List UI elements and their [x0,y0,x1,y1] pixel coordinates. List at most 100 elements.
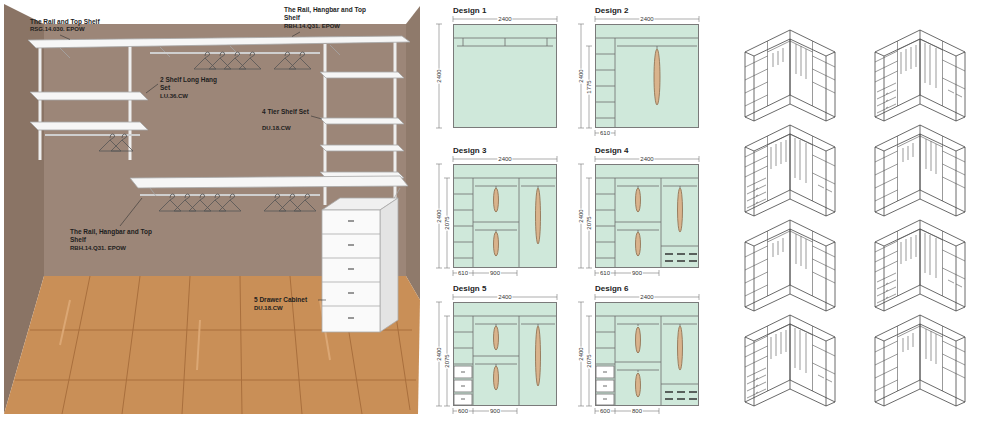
design-interior [453,178,557,268]
callout-label: RBH.14.Q31. EPOW [70,245,152,252]
design-heading: Design 2 [595,6,628,15]
design-interior [536,326,541,386]
hangers [274,52,296,69]
design-interior [453,38,557,46]
corner-wardrobes [875,125,965,216]
dimension-label: 800 [631,408,643,414]
dimension-lines [436,16,699,414]
dimension-label: 2075 [444,215,450,230]
dimension-label: 2400 [497,156,512,162]
design-interior [636,232,641,256]
design-interior [453,178,557,268]
shelving [30,122,148,130]
design-panel: Design 1 [453,24,557,128]
corner-wardrobes [875,220,965,311]
hangers [159,194,181,211]
design-fill [453,164,557,268]
design-interior [453,38,699,406]
dimension-lines [586,46,615,136]
callout-label: The Rail, Hangbar and Top Shelf [70,228,152,244]
design-fill [595,24,699,128]
leader-line [318,300,326,301]
corner-wardrobes [875,30,965,121]
closet-room [4,4,420,414]
dimension-lines [436,294,557,406]
design-interior [453,316,557,406]
design-heading: Design 1 [453,6,486,15]
callout-label: DU.18.CW [254,305,320,312]
design-interior [636,188,641,212]
dimension-label: 2400 [436,346,442,361]
hangers [209,52,231,69]
dimension-label: 2400 [578,68,584,83]
hangers [194,52,216,69]
shelving [320,118,404,124]
dimension-label: 610 [599,270,611,276]
shelving [320,145,404,151]
shelving [28,36,410,48]
design-interior [595,38,699,128]
leader-line [60,32,326,300]
design-panel: Design 4 [595,164,699,268]
design-panel: Design 2 [595,24,699,128]
dimension-label: 2075 [586,215,592,230]
design-panel: Design 6 [595,302,699,406]
design-interior [595,178,699,268]
dimension-lines [444,316,517,414]
callout-label: The Rail, Hangbar and Top Shelf [284,6,379,22]
design-interior [595,38,699,128]
closet-room [60,300,330,370]
leader-line [146,84,158,93]
design-fill [595,164,699,268]
corner-wardrobes [745,125,835,216]
dimension-label: 2400 [578,208,584,223]
design-interior [603,372,607,399]
drawer-cabinet [322,210,380,332]
callout-label: RSG.14.030. EPOW [30,26,140,33]
hangers [99,52,316,211]
dimension-lines [586,178,659,276]
dimension-lines [578,294,699,406]
design-interior [461,372,465,399]
hangers [264,194,286,211]
callout-label: 4 Tier Shelf Set [262,108,310,116]
design-panel: Design 5 [453,302,557,406]
hangers [219,194,241,211]
dimension-lines [436,156,557,268]
design-interior [494,366,499,390]
callout-label: RBH.14.Q31. EPOW [284,23,379,30]
design-panel: Design 3 [453,164,557,268]
hangers [99,134,121,151]
design-interior [453,316,557,406]
design-interior [678,188,683,232]
drawer-cabinet [348,221,354,318]
callout-label: DU.18.CW [262,125,310,132]
leader-line [60,35,70,40]
callout-label: LU.36.CW [160,93,222,100]
hangers [111,134,133,151]
shelving [60,45,340,58]
dimension-label: 2400 [497,294,512,300]
hangers [204,194,226,211]
corner-wardrobes [875,315,965,406]
callout-label: 5 Drawer Cabinet [254,296,320,304]
dimension-lines [586,316,659,414]
design-fill [453,24,557,128]
dimension-label: 610 [457,270,469,276]
dimension-label: 2400 [436,208,442,223]
design-interior [636,373,641,397]
design-interior [536,188,541,244]
design-fill [453,302,557,406]
design-interior [665,392,697,399]
dimension-label: 2075 [444,353,450,368]
hangers [289,52,311,69]
hangers [239,52,261,69]
dimension-label: 2400 [497,16,512,22]
shelving [130,176,408,188]
design-interior [636,327,641,353]
dimension-label: 900 [489,270,501,276]
dimension-lines [578,16,699,128]
design-interior [596,394,614,405]
dimension-label: 2400 [436,68,442,83]
